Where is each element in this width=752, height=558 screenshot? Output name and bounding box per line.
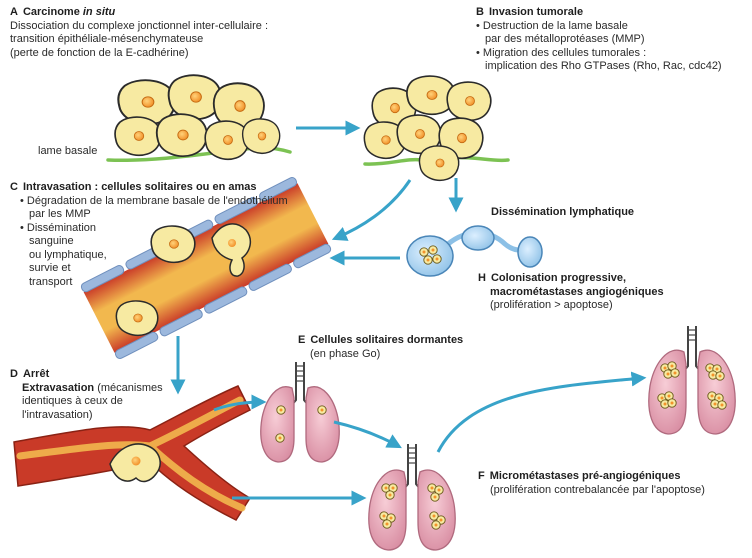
basal-lamina-label: lame basale (38, 145, 97, 159)
tumor-invasion-illustration (364, 76, 508, 180)
stage-h-title: Colonisation progressive, (491, 272, 626, 284)
stage-d-note: l'intravasation) (10, 409, 163, 423)
carcinoma-in-situ-illustration (108, 75, 290, 160)
stage-f-letter: F (478, 470, 485, 482)
stage-b-title: Invasion tumorale (489, 6, 583, 18)
stage-h-heading: H Colonisation progressive, (478, 272, 664, 286)
stage-c-bullets: Dégradation de la membrane basale de l'e… (10, 195, 288, 290)
stage-c-bullet: Dégradation de la membrane basale de l'e… (20, 195, 288, 222)
stage-e-letter: E (298, 334, 305, 346)
stage-c-text: C Intravasation : cellules solitaires ou … (10, 181, 288, 289)
stage-h-title: macrométastases angiogéniques (478, 286, 664, 300)
stage-a-title-italic: in situ (83, 6, 115, 18)
stage-d-heading: D Arrêt (10, 368, 163, 382)
stage-a-title: Carcinome (23, 6, 80, 18)
stage-d-text: D Arrêt Extravasation (mécanismes identiq… (10, 368, 163, 422)
stage-b-bullet: Migration des cellules tumorales :implic… (476, 47, 722, 74)
stage-f-text: F Micrométastases pré-angiogéniques (prol… (478, 470, 705, 497)
stage-c-bullet: Dissémination sanguine ou lymphatique, s… (20, 222, 288, 290)
stage-e-title: Cellules solitaires dormantes (310, 334, 463, 346)
stage-a-heading: A Carcinome in situ (10, 6, 268, 20)
stage-h-note: (prolifération > apoptose) (478, 299, 664, 313)
stage-a-line: transition épithéliale-mésenchymateuse (10, 33, 268, 47)
stage-f-title: Micrométastases pré-angiogéniques (490, 470, 681, 482)
stage-a-text: A Carcinome in situ Dissociation du compl… (10, 6, 268, 60)
stage-d-title: Arrêt (23, 368, 49, 380)
stage-h-letter: H (478, 272, 486, 284)
stage-c-heading: C Intravasation : cellules solitaires ou … (10, 181, 288, 195)
stage-b-text: B Invasion tumorale Destruction de la lam… (476, 6, 722, 74)
stage-d-letter: D (10, 368, 18, 380)
stage-h-text: H Colonisation progressive, macrométastas… (478, 272, 664, 313)
stage-e-heading: E Cellules solitaires dormantes (298, 334, 463, 348)
stage-d-note: (mécanismes (97, 382, 162, 394)
stage-a-letter: A (10, 6, 18, 18)
stage-d-title: Extravasation (22, 382, 94, 394)
stage-b-heading: B Invasion tumorale (476, 6, 722, 20)
stage-b-letter: B (476, 6, 484, 18)
stage-a-line: Dissociation du complexe jonctionnel int… (10, 20, 268, 34)
arrow-e-to-f (334, 422, 398, 446)
stage-f-note: (prolifération contrebalancée par l'apop… (478, 484, 705, 498)
stage-e-note: (en phase Go) (298, 348, 463, 362)
stage-f-heading: F Micrométastases pré-angiogéniques (478, 470, 705, 484)
stage-c-title: Intravasation : cellules solitaires ou e… (23, 181, 257, 193)
lymph-node-icon (407, 226, 542, 276)
stage-c-letter: C (10, 181, 18, 193)
stage-e-text: E Cellules solitaires dormantes (en phase… (298, 334, 463, 361)
lymphatic-dissemination-label: Dissémination lymphatique (491, 206, 634, 220)
arrow-f-to-h (438, 378, 642, 452)
lung-dormant-cells (261, 362, 339, 462)
stage-a-line: (perte de fonction de la E-cadhérine) (10, 47, 268, 61)
lung-micrometastases (369, 444, 455, 550)
lung-macrometastases (649, 326, 735, 434)
stage-d-note: identiques à ceux de (10, 395, 163, 409)
arrow-b-to-c (336, 180, 410, 238)
